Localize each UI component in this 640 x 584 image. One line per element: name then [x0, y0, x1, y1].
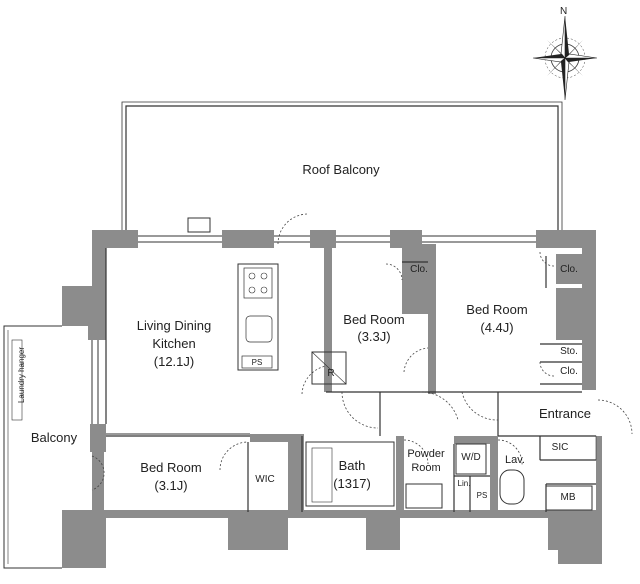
ldk-label-line1: Living Dining	[136, 318, 212, 333]
balcony-label: Balcony	[30, 430, 78, 445]
lav-label: Lav.	[505, 454, 525, 466]
bed-a-size: (3.3J)	[357, 329, 391, 344]
bed-a-label: Bed Room	[343, 312, 405, 327]
ps-kitchen-label: PS	[251, 358, 263, 367]
bath-label: Bath	[338, 458, 366, 473]
wic-label: WIC	[255, 474, 275, 485]
fixtures	[187, 217, 597, 511]
bed-b-label: Bed Room	[466, 302, 528, 317]
powder-room-line2: Room	[411, 462, 441, 474]
refrigerator-box	[311, 351, 347, 385]
bed-c-size: (3.1J)	[154, 478, 188, 493]
lin-label: Lin.	[457, 479, 471, 488]
door-swings	[91, 213, 633, 491]
compass-rose-icon	[532, 15, 598, 101]
entrance-label: Entrance	[538, 406, 592, 421]
walls	[62, 230, 602, 568]
ldk-size: (12.1J)	[153, 354, 195, 369]
kitchen-counter	[237, 263, 279, 371]
ps-small-label: PS	[476, 491, 488, 500]
bed-c-label: Bed Room	[140, 460, 202, 475]
roof-balcony-label: Roof Balcony	[302, 162, 380, 177]
closet-a-label: Clo.	[410, 264, 428, 275]
closet-b-label: Clo.	[560, 264, 578, 275]
ldk-label-line2: Kitchen	[152, 336, 196, 351]
storage-label: Sto.	[560, 346, 578, 357]
north-label: N	[560, 6, 568, 17]
mb-label: MB	[560, 492, 576, 503]
bathtub	[305, 441, 395, 507]
powder-room-line1: Powder	[407, 448, 445, 460]
balcony-outline	[3, 325, 62, 569]
refrigerator-label: R	[327, 368, 335, 379]
wd-label: W/D	[461, 452, 481, 463]
bed-b-size: (4.4J)	[480, 320, 514, 335]
bath-size: (1317)	[333, 476, 371, 491]
windows	[91, 235, 536, 435]
closet-c-label: Clo.	[560, 366, 578, 377]
laundry-hanger-label: Laundry hanger	[17, 346, 26, 404]
roof-balcony-outline	[121, 101, 563, 230]
sic-label: SIC	[551, 442, 569, 453]
